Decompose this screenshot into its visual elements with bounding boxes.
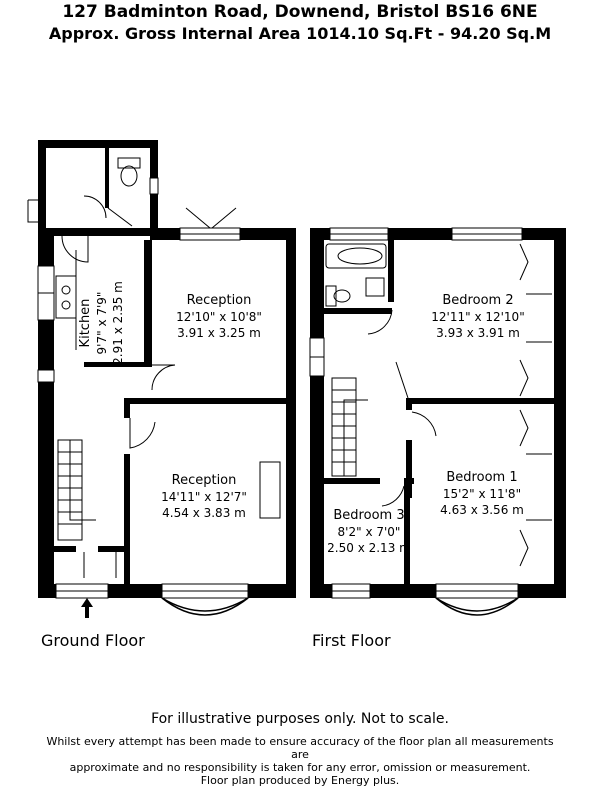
bedroom2-imperial: 12'11" x 12'10" — [431, 310, 525, 324]
first-floor-label: First Floor — [312, 631, 391, 650]
reception-front-label: Reception 14'11" x 12'7" 4.54 x 3.83 m — [134, 473, 274, 521]
bedroom1-name: Bedroom 1 — [446, 470, 518, 485]
bedroom3-label: Bedroom 3 8'2" x 7'0" 2.50 x 2.13 m — [322, 508, 416, 556]
kitchen-metric: 2.91 x 2.35 m — [111, 281, 125, 365]
kitchen-imperial: 9'7" x 7'9" — [95, 291, 109, 355]
bedroom2-name: Bedroom 2 — [442, 293, 514, 308]
disclaimer: For illustrative purposes only. Not to s… — [151, 711, 449, 727]
reception-front-metric: 4.54 x 3.83 m — [162, 506, 246, 520]
bedroom1-metric: 4.63 x 3.56 m — [440, 503, 524, 517]
property-address: 127 Badminton Road, Downend, Bristol BS1… — [62, 2, 538, 22]
reception-rear-imperial: 12'10" x 10'8" — [176, 310, 262, 324]
bedroom2-metric: 3.93 x 3.91 m — [436, 326, 520, 340]
kitchen-name: Kitchen — [78, 298, 93, 348]
reception-rear-name: Reception — [186, 293, 252, 308]
reception-front-imperial: 14'11" x 12'7" — [161, 490, 247, 504]
bedroom3-imperial: 8'2" x 7'0" — [337, 525, 401, 539]
bedroom1-imperial: 15'2" x 11'8" — [442, 487, 522, 501]
reception-rear-metric: 3.91 x 3.25 m — [177, 326, 261, 340]
gross-internal-area: Approx. Gross Internal Area 1014.10 Sq.F… — [48, 24, 552, 43]
bedroom1-label: Bedroom 1 15'2" x 11'8" 4.63 x 3.56 m — [414, 470, 550, 518]
reception-rear-label: Reception 12'10" x 10'8" 3.91 x 3.25 m — [152, 293, 286, 341]
accuracy-note-line1: Whilst every attempt has been made to en… — [46, 735, 554, 761]
kitchen-label: Kitchen 9'7" x 7'9" 2.91 x 2.35 m — [78, 273, 126, 373]
bedroom3-metric: 2.50 x 2.13 m — [327, 541, 411, 555]
ground-floor-label: Ground Floor — [41, 631, 145, 650]
reception-front-name: Reception — [171, 473, 237, 488]
accuracy-note: Whilst every attempt has been made to en… — [40, 735, 560, 787]
bedroom2-label: Bedroom 2 12'11" x 12'10" 3.93 x 3.91 m — [408, 293, 548, 341]
bedroom3-name: Bedroom 3 — [333, 508, 405, 523]
accuracy-note-line2: approximate and no responsibility is tak… — [69, 761, 531, 774]
